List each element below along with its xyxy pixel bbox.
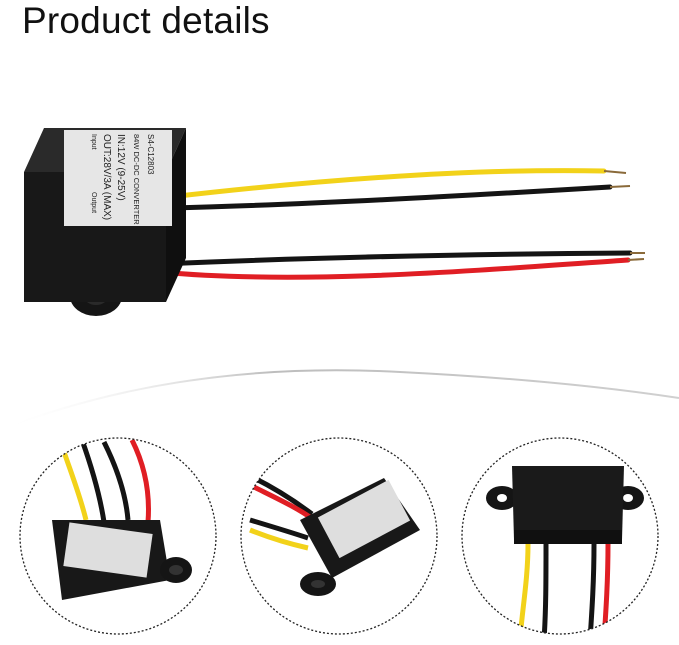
product-label (64, 130, 172, 226)
detail-circle-right (462, 438, 658, 634)
label-input: Input (90, 134, 97, 150)
label-output: Output (90, 192, 97, 213)
circle-border-right (461, 437, 659, 635)
decorative-arc (0, 369, 679, 431)
wire-black-top (167, 184, 613, 211)
circle-border-left (19, 437, 217, 635)
wire-black-bottom (157, 250, 633, 267)
label-model: S4-C12803 (146, 134, 155, 175)
wire-yellow (167, 168, 607, 200)
page-title: Product details (22, 0, 270, 41)
label-line1: 84W DC-DC CONVERTER (132, 134, 141, 225)
detail-circle-left (20, 438, 216, 634)
main-product-photo: S4-C12803 84W DC-DC CONVERTER IN:12V (9-… (24, 128, 645, 316)
label-line3: OUT:28V/3A (MAX) (101, 134, 112, 220)
label-line2: IN:12V (9-25V) (115, 134, 126, 201)
circle-border-center (240, 437, 438, 635)
wire-red (157, 257, 631, 280)
detail-circle-center (241, 438, 437, 634)
